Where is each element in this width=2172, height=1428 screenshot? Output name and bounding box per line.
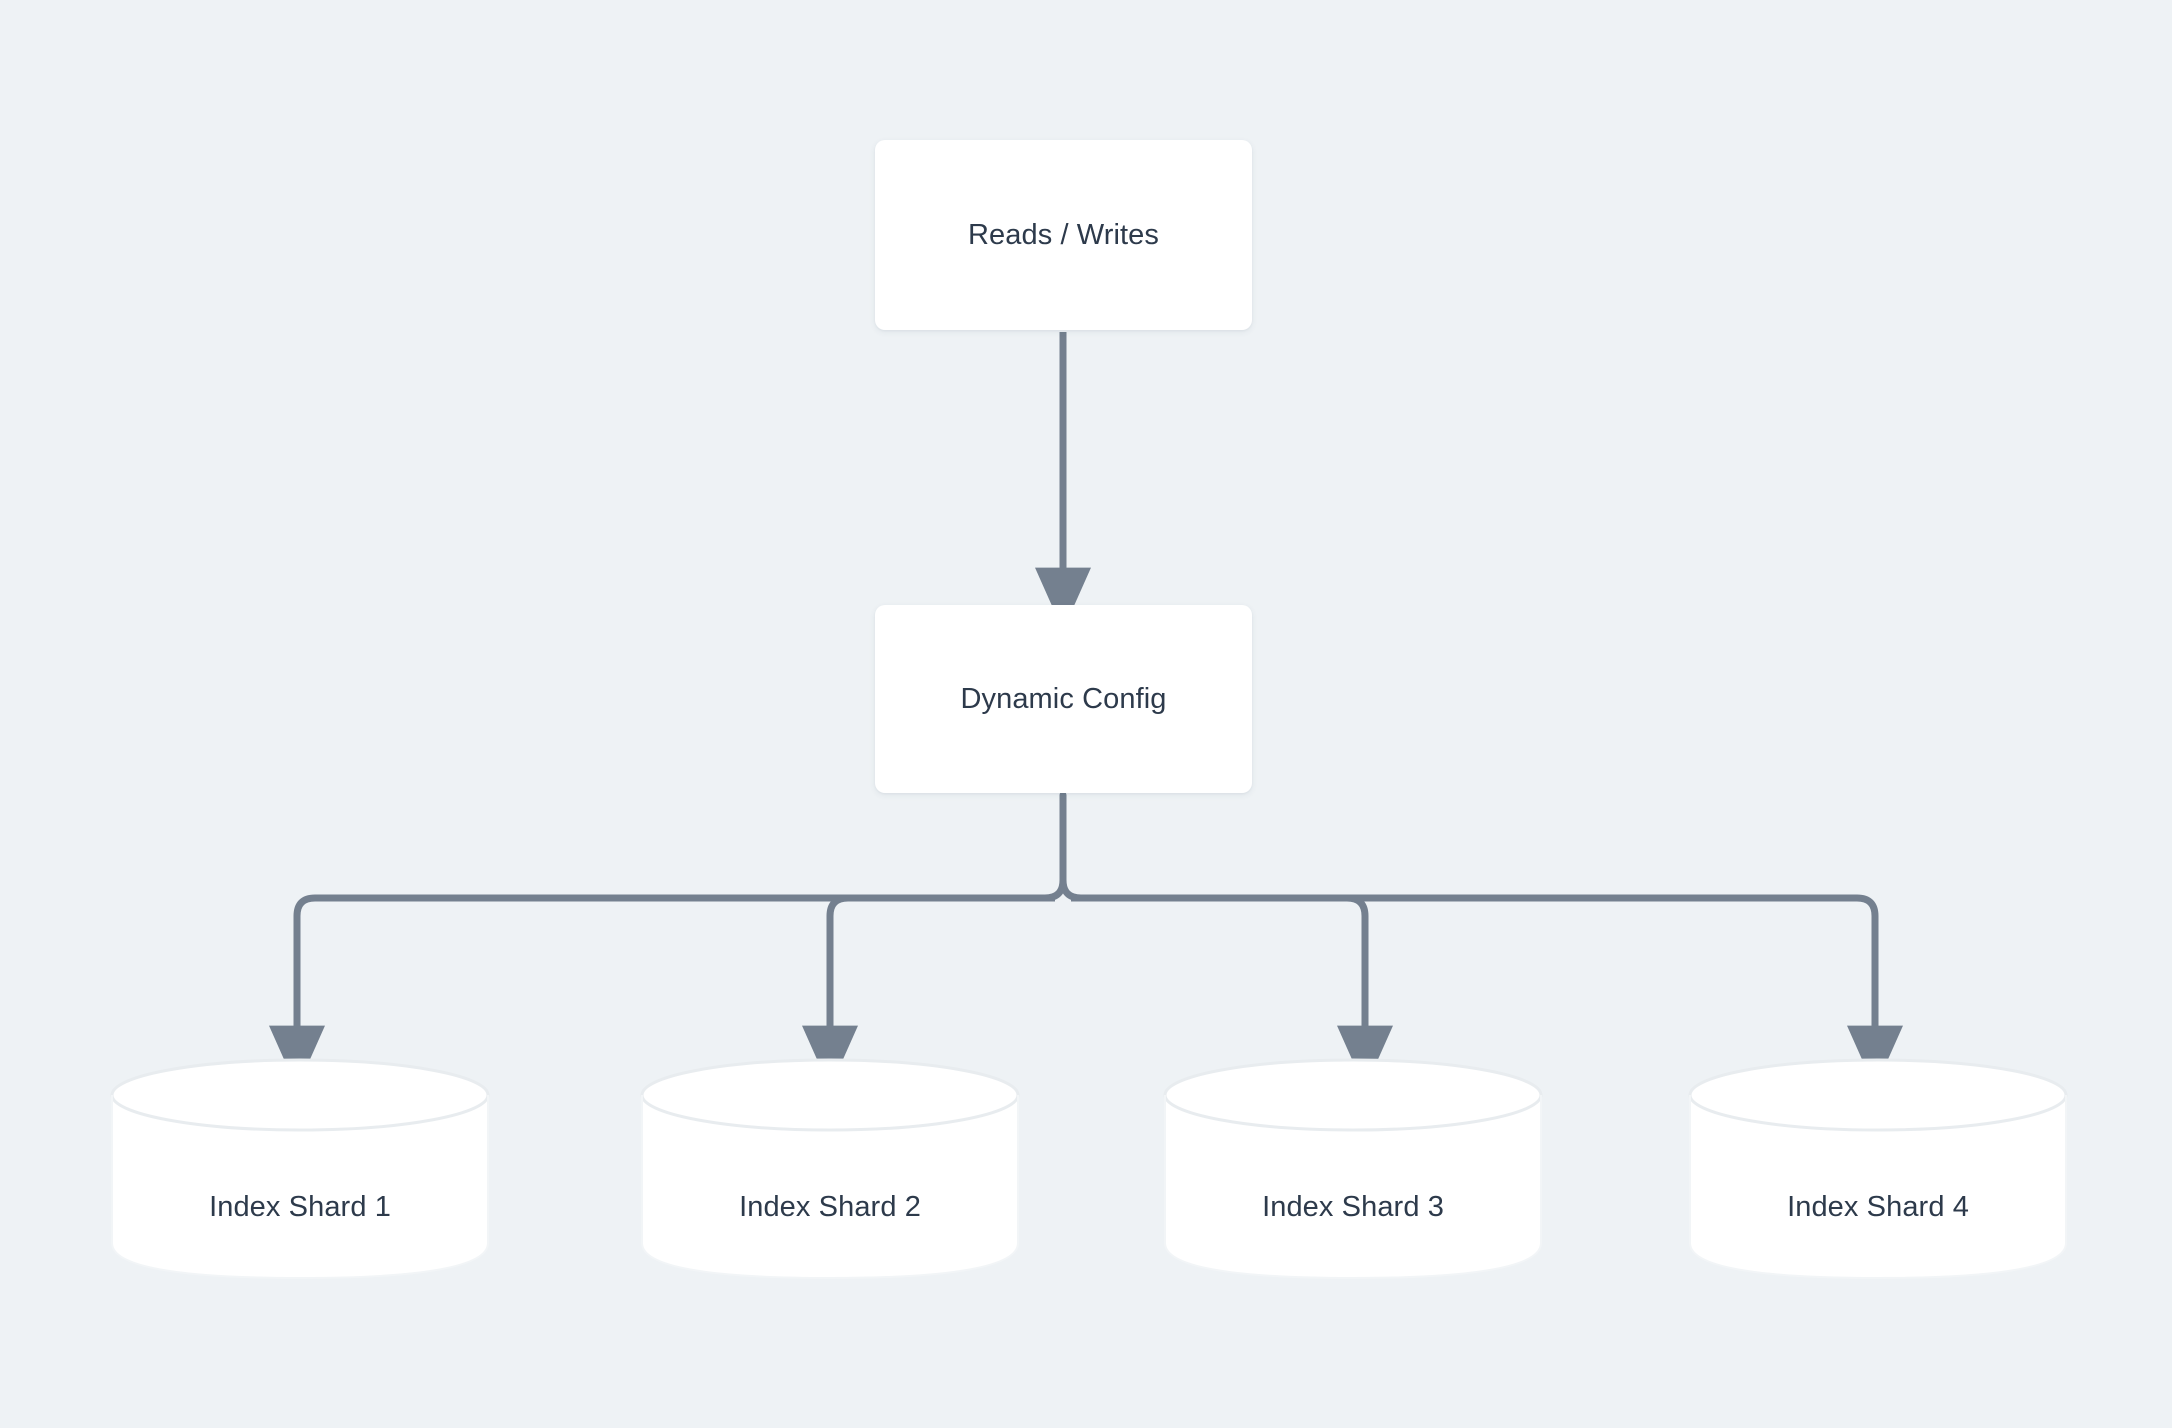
edge-dynamic-config-stem [1059, 791, 1085, 902]
edge-dynamic-config-to-index-shard-3 [1071, 894, 1393, 1089]
node-reads-writes[interactable]: Reads / Writes [875, 140, 1252, 330]
edge-dynamic-config-to-index-shard-2 [802, 894, 1055, 1089]
node-index-shard-3-label: Index Shard 3 [1262, 1191, 1444, 1223]
node-dynamic-config[interactable]: Dynamic Config [875, 605, 1252, 793]
cylinder-shape-icon [640, 1058, 1020, 1280]
edge-dynamic-config-stem-left [1041, 876, 1067, 902]
node-reads-writes-label: Reads / Writes [967, 218, 1160, 251]
cylinder-shape-icon [1163, 1058, 1543, 1280]
node-index-shard-4[interactable]: Index Shard 4 [1688, 1058, 2068, 1280]
node-index-shard-4-label: Index Shard 4 [1787, 1191, 1969, 1223]
cylinder-shape-icon [110, 1058, 490, 1280]
node-index-shard-2-label: Index Shard 2 [739, 1191, 921, 1223]
edge-dynamic-config-to-index-shard-1 [269, 894, 1055, 1089]
node-index-shard-1-label: Index Shard 1 [209, 1191, 391, 1223]
node-index-shard-1[interactable]: Index Shard 1 [110, 1058, 490, 1280]
cylinder-shape-icon [1688, 1058, 2068, 1280]
node-index-shard-2[interactable]: Index Shard 2 [640, 1058, 1020, 1280]
node-dynamic-config-label: Dynamic Config [960, 682, 1167, 715]
node-index-shard-3[interactable]: Index Shard 3 [1163, 1058, 1543, 1280]
edge-dynamic-config-to-index-shard-4 [1071, 894, 1903, 1089]
